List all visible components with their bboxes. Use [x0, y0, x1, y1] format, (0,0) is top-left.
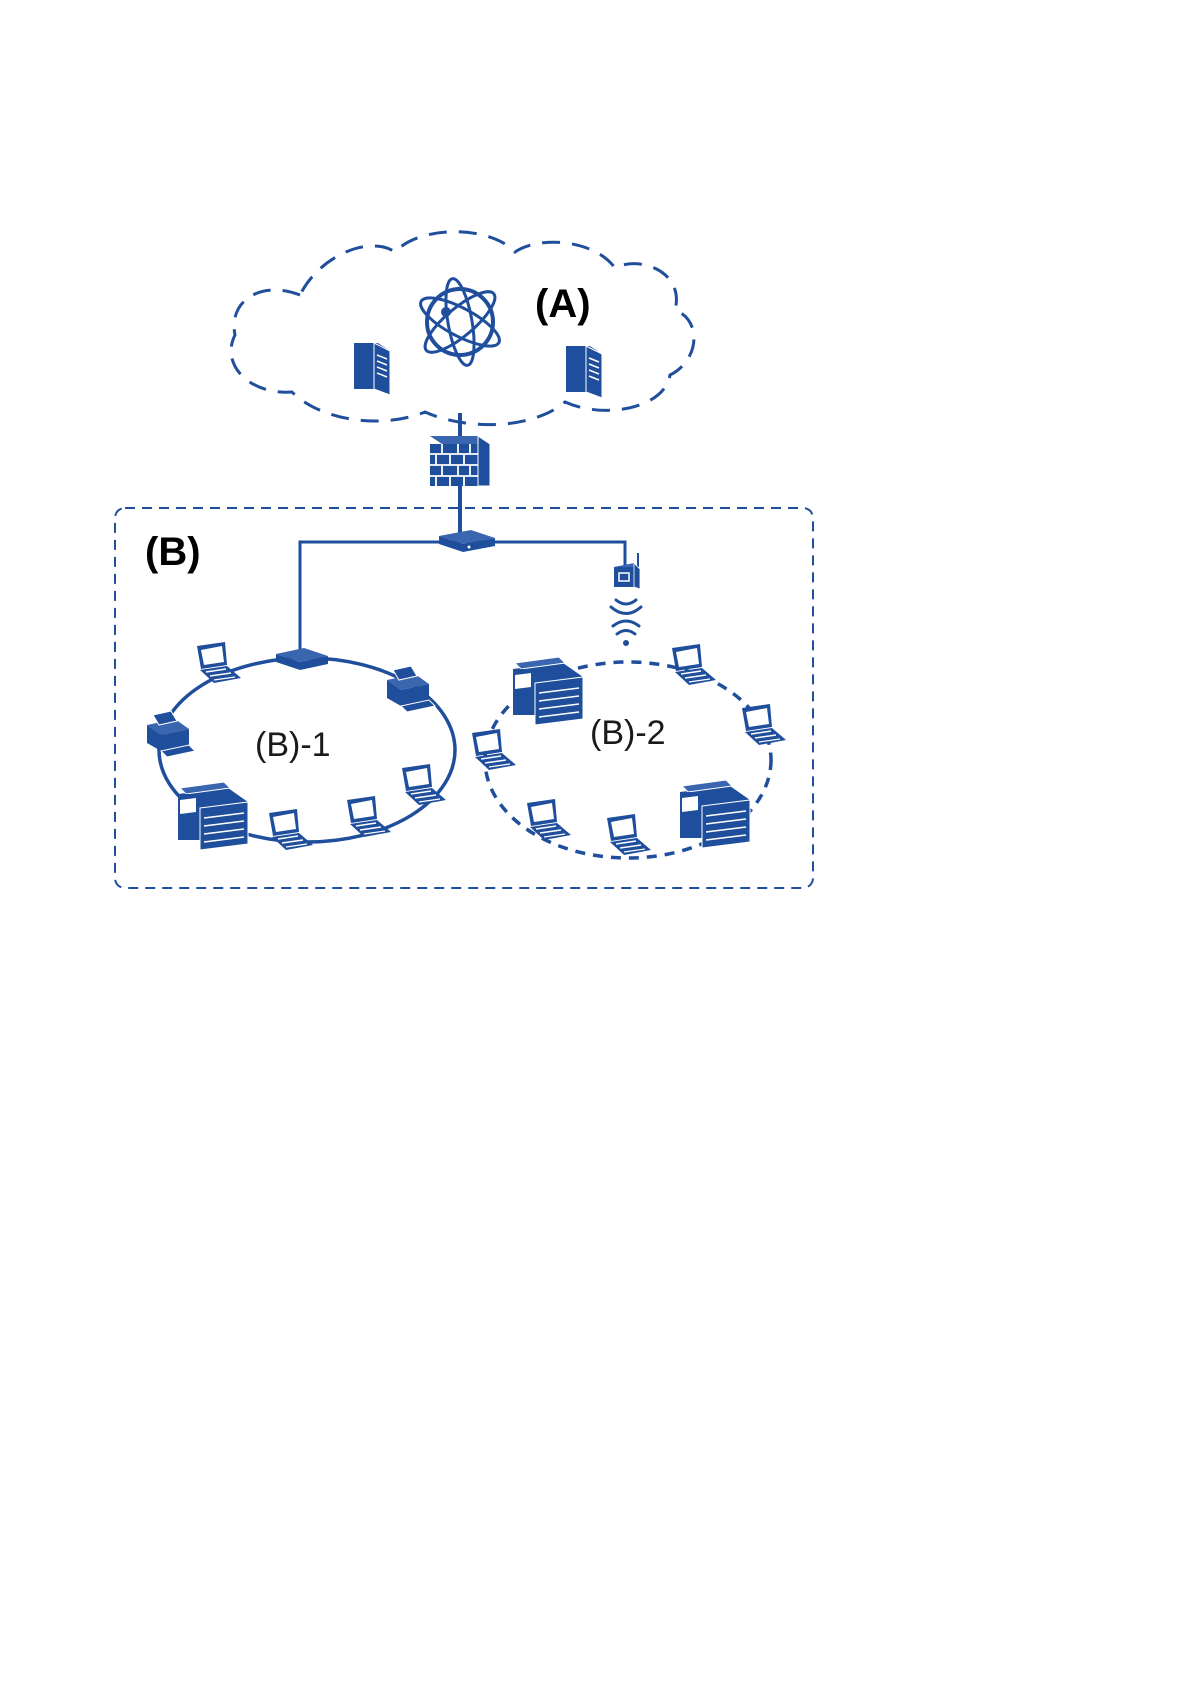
router-icon: [439, 530, 495, 552]
scanner-icon: [387, 666, 435, 712]
local-network-label: (B): [145, 530, 201, 574]
laptop-icon: [197, 642, 241, 683]
internet-cloud: [231, 232, 694, 425]
switch-hub-icon: [276, 648, 328, 670]
backbone-line: [300, 542, 625, 660]
wifi-signal-icon: [611, 600, 641, 646]
printer-icon: [178, 782, 248, 850]
firewall-icon: [430, 436, 490, 486]
laptop-icon: [672, 644, 716, 685]
laptop-icon: [607, 814, 651, 855]
printer-icon: [680, 780, 750, 848]
globe-atom-icon: [415, 277, 506, 368]
server-icon: [566, 346, 602, 398]
wired-segment-label: (B)-1: [255, 726, 331, 764]
server-icon: [354, 343, 390, 395]
laptop-icon: [472, 729, 516, 770]
wireless-access-point-icon: [614, 553, 640, 589]
laptop-icon: [269, 809, 313, 850]
wireless-segment-label: (B)-2: [590, 714, 666, 752]
laptop-icon: [742, 704, 786, 745]
internet-label: (A): [535, 282, 591, 326]
printer-icon: [513, 657, 583, 725]
laptop-icon: [347, 796, 391, 837]
laptop-icon: [402, 764, 446, 805]
scanner-icon: [147, 711, 195, 757]
